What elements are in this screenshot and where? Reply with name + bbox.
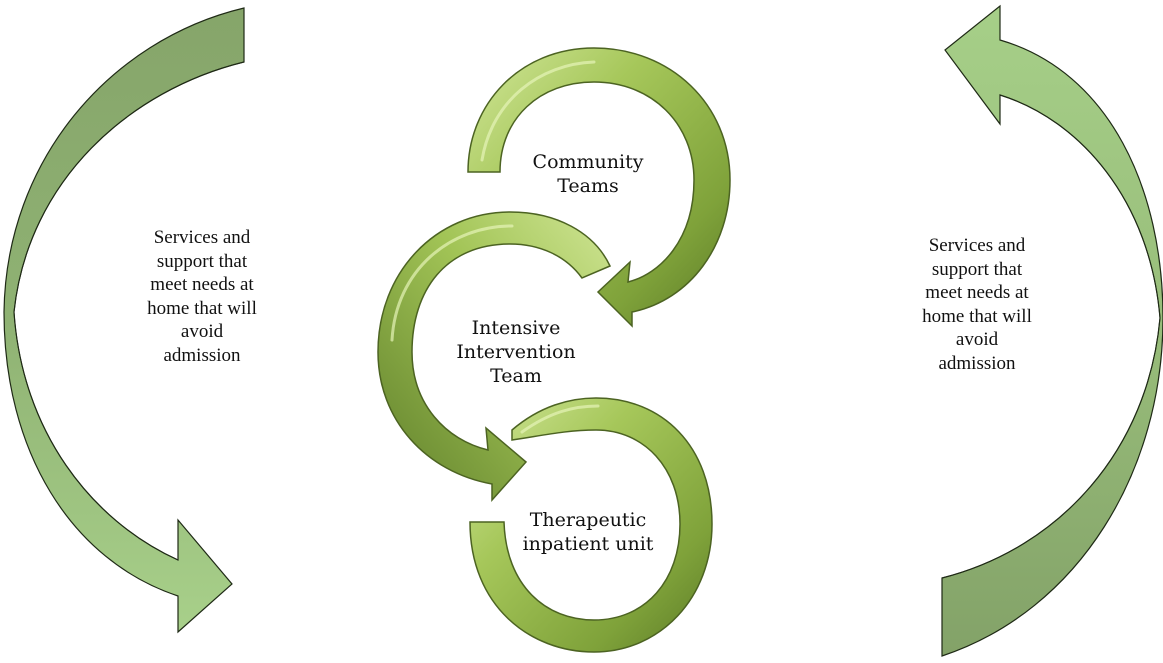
right-text-line: admission xyxy=(938,352,1016,374)
node-line: Team xyxy=(490,365,542,387)
right-text-line: support that xyxy=(931,258,1023,280)
therapeutic-inpatient-unit-label: Therapeutic inpatient unit xyxy=(488,508,688,556)
right-cycle-arrow xyxy=(941,4,1163,657)
right-text-line: avoid xyxy=(955,329,999,350)
left-cycle-text: Services and support that meet needs at … xyxy=(112,226,292,367)
right-text-line: meet needs at xyxy=(925,282,1029,303)
left-cycle-arrow xyxy=(3,7,245,634)
right-text-line: home that will xyxy=(922,305,1032,327)
right-cycle-text: Services and support that meet needs at … xyxy=(887,234,1067,375)
left-text-line: admission xyxy=(163,344,241,366)
right-text-line: Services and xyxy=(928,235,1026,256)
intensive-intervention-team-label: Intensive Intervention Team xyxy=(416,316,616,388)
node-line: Intervention xyxy=(456,341,576,363)
node-line: Intensive xyxy=(471,317,561,339)
left-text-line: Services and xyxy=(153,227,251,248)
node-line: Teams xyxy=(557,175,619,197)
node-line: Community xyxy=(532,151,644,173)
left-text-line: support that xyxy=(156,250,248,272)
node-line: Therapeutic xyxy=(529,509,647,531)
intensive-ring-arrow xyxy=(377,211,612,502)
node-line: inpatient unit xyxy=(522,533,654,555)
left-text-line: home that will xyxy=(147,297,257,319)
therapeutic-ring-arrow xyxy=(469,397,713,653)
left-text-line: avoid xyxy=(180,321,224,342)
left-text-line: meet needs at xyxy=(150,274,254,295)
community-teams-label: Community Teams xyxy=(488,150,688,198)
community-ring-arrow xyxy=(467,47,731,328)
